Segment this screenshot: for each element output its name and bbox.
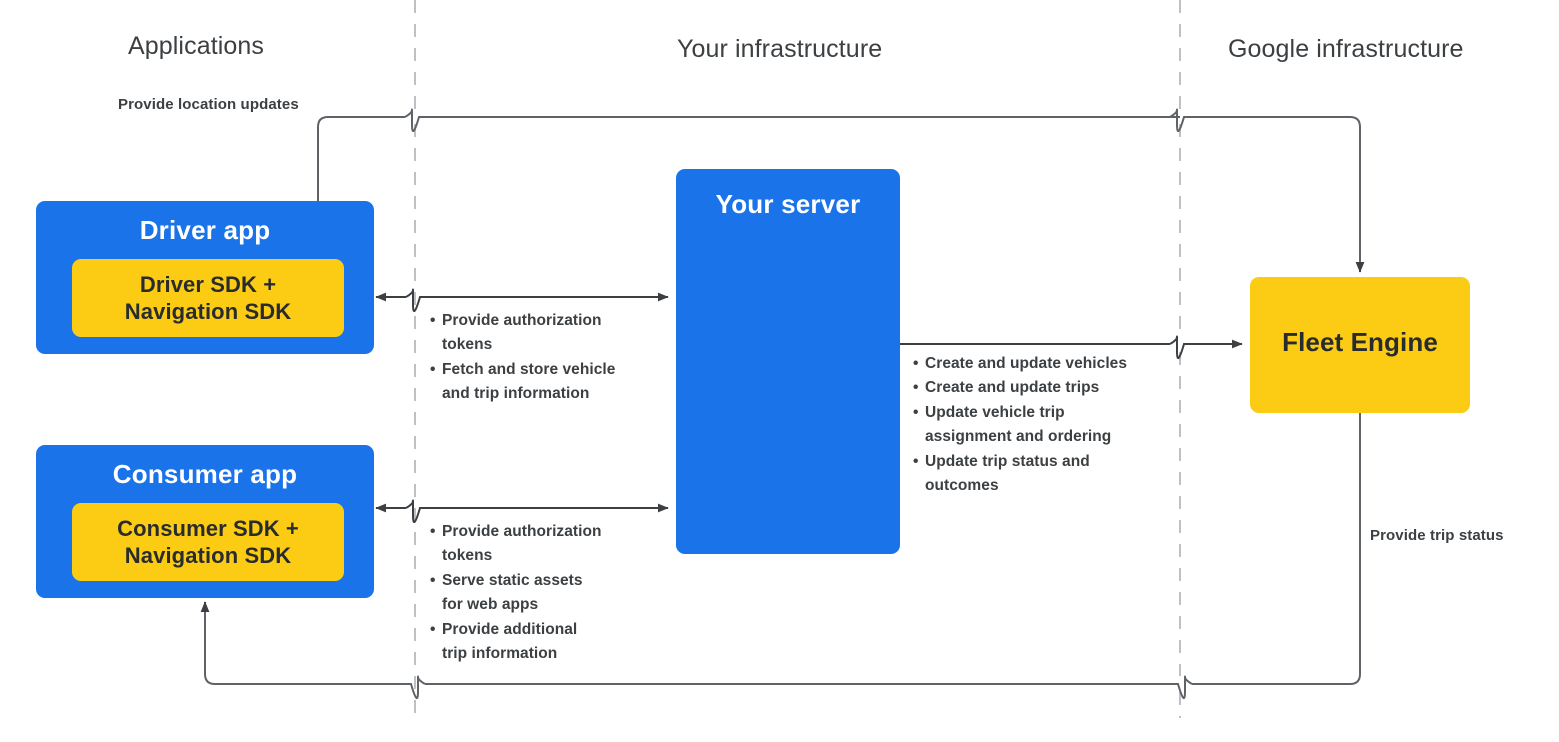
bullets-server-fleetengine: Create and update vehicles Create and up…	[913, 352, 1168, 499]
list-item: Update trip status and outcomes	[913, 450, 1168, 499]
list-item: Provide authorization tokens	[430, 309, 655, 358]
bullet-line: Update vehicle trip	[925, 403, 1065, 421]
list-item: Create and update trips	[913, 376, 1168, 401]
driver-app-title: Driver app	[139, 215, 271, 245]
fleet-engine-title: Fleet Engine	[1282, 327, 1438, 357]
bullet-line: outcomes	[925, 477, 999, 495]
bullet-line: Serve static assets	[442, 571, 583, 589]
consumer-sdk-label-line2: Navigation SDK	[124, 543, 292, 568]
bullet-line: tokens	[442, 336, 493, 354]
bullet-line: Provide authorization	[442, 312, 602, 329]
bullet-line: assignment and ordering	[925, 428, 1112, 446]
list-item: Provide additional trip information	[430, 618, 655, 667]
column-heading-applications: Applications	[128, 32, 265, 60]
bullets-driver-server: Provide authorization tokens Fetch and s…	[430, 309, 655, 407]
bullet-line: trip information	[442, 645, 558, 663]
node-consumer-app[interactable]: Consumer app Consumer SDK + Navigation S…	[36, 445, 374, 598]
bullet-line: Provide authorization	[442, 523, 602, 540]
list-item: Update vehicle trip assignment and order…	[913, 401, 1168, 450]
bullet-line: Update trip status and	[925, 452, 1090, 470]
flow-consumer-server	[384, 499, 666, 523]
list-item: Fetch and store vehicle and trip informa…	[430, 358, 655, 407]
bullet-line: Create and update trips	[925, 379, 1100, 397]
node-driver-app[interactable]: Driver app Driver SDK + Navigation SDK	[36, 201, 374, 354]
bullet-line: Provide additional	[442, 620, 578, 638]
driver-sdk-label-line1: Driver SDK +	[139, 271, 277, 297]
driver-sdk-label: Driver SDK + Navigation SDK	[125, 271, 291, 326]
column-heading-your-infrastructure: Your infrastructure	[677, 35, 883, 63]
flow-driver-server	[384, 288, 666, 312]
bullet-line: Create and update vehicles	[925, 355, 1128, 372]
your-server-title: Your server	[715, 189, 861, 219]
bullet-line: for web apps	[442, 596, 539, 614]
node-your-server[interactable]: Your server	[676, 169, 900, 554]
consumer-sdk-label-line1: Consumer SDK +	[117, 515, 299, 541]
driver-sdk-box[interactable]: Driver SDK + Navigation SDK	[72, 259, 344, 337]
bullet-line: and trip information	[442, 385, 590, 403]
consumer-sdk-box[interactable]: Consumer SDK + Navigation SDK	[72, 503, 344, 581]
list-item: Create and update vehicles	[913, 352, 1168, 377]
node-fleet-engine[interactable]: Fleet Engine	[1250, 277, 1470, 413]
driver-sdk-label-line2: Navigation SDK	[124, 299, 292, 324]
label-provide-trip-status: Provide trip status	[1370, 527, 1504, 544]
list-item: Serve static assets for web apps	[430, 569, 655, 618]
column-heading-google-infrastructure: Google infrastructure	[1228, 35, 1464, 63]
list-item: Provide authorization tokens	[430, 520, 655, 569]
bullet-line: Fetch and store vehicle	[442, 360, 616, 378]
label-provide-location-updates: Provide location updates	[118, 96, 299, 113]
consumer-sdk-label: Consumer SDK + Navigation SDK	[117, 515, 299, 570]
bullet-line: tokens	[442, 547, 493, 565]
consumer-app-title: Consumer app	[112, 459, 298, 489]
bullets-consumer-server: Provide authorization tokens Serve stati…	[430, 520, 655, 667]
